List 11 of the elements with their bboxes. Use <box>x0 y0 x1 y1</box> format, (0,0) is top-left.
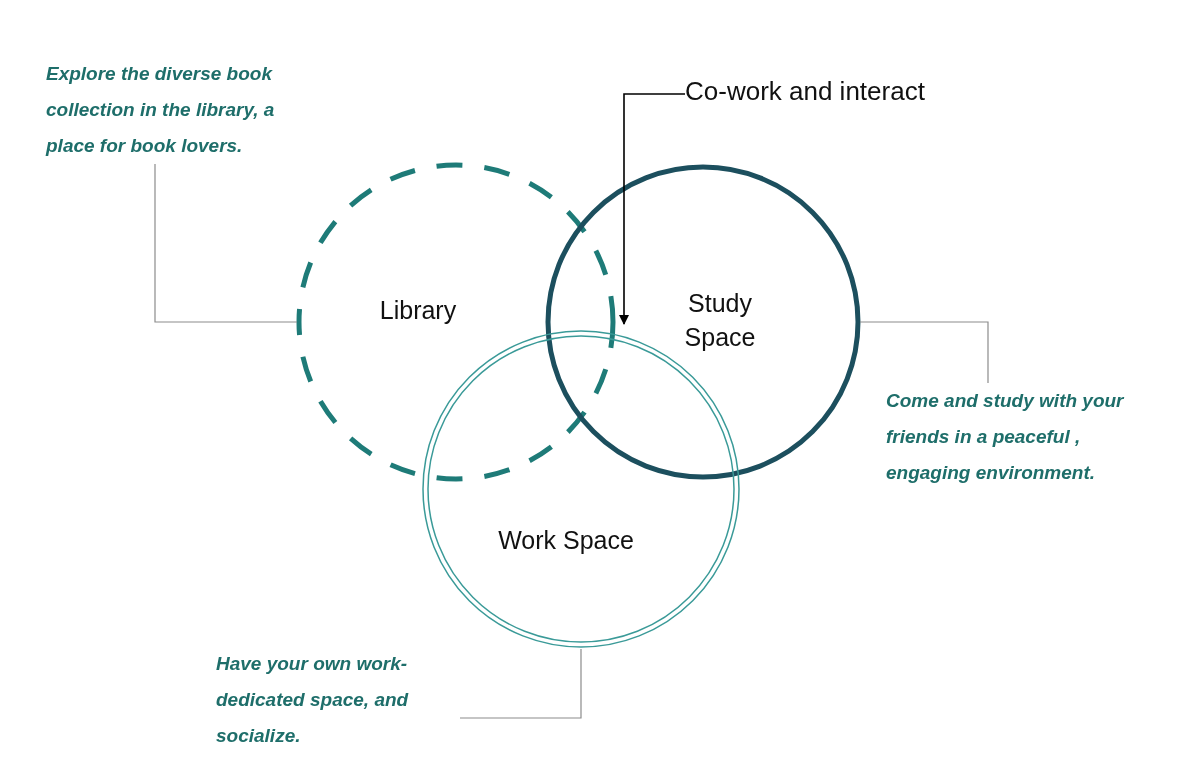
leader-line <box>459 648 582 719</box>
callout-text: Co-work and interact <box>685 76 925 107</box>
circle-label: Work Space <box>497 525 635 556</box>
circle-label: Study Space <box>683 288 757 353</box>
callout-text: Come and study with your friends in a peaceful , engaging environment. <box>886 383 1166 491</box>
leader-line <box>859 321 989 384</box>
circle-label: Library <box>378 295 458 326</box>
callout-text: Explore the diverse book collection in the library, a place for book lovers. <box>46 56 316 164</box>
leader-line <box>154 163 298 323</box>
callout-text: Have your own work-dedicated space, and socialize. <box>216 646 460 754</box>
arrow <box>619 93 686 325</box>
